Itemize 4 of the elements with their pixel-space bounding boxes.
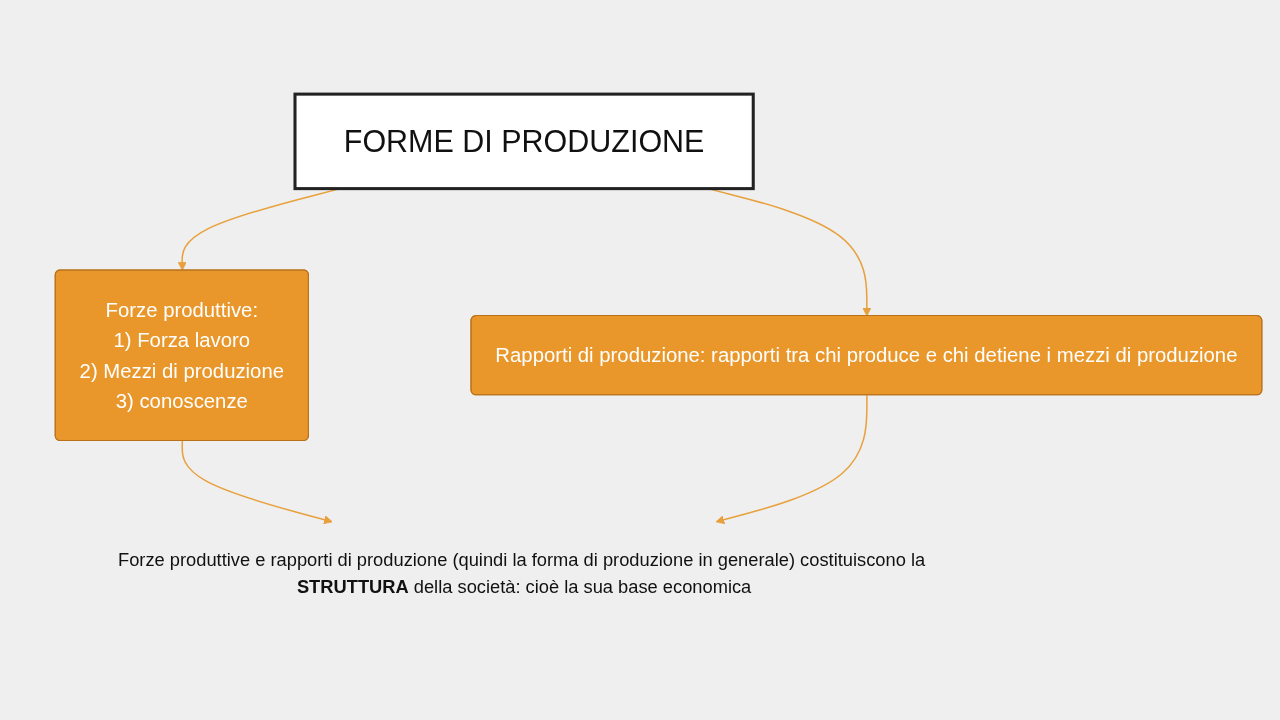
arrow xyxy=(715,394,868,525)
node-box: FORME DI PRODUZIONE xyxy=(293,92,755,191)
node-text: Forze produttive e rapporti di produzione (quindi la forma di produzione in generale) costituiscono la STRUTTURA della società: cioè la sua base economica xyxy=(117,549,926,598)
arrow xyxy=(181,440,333,525)
